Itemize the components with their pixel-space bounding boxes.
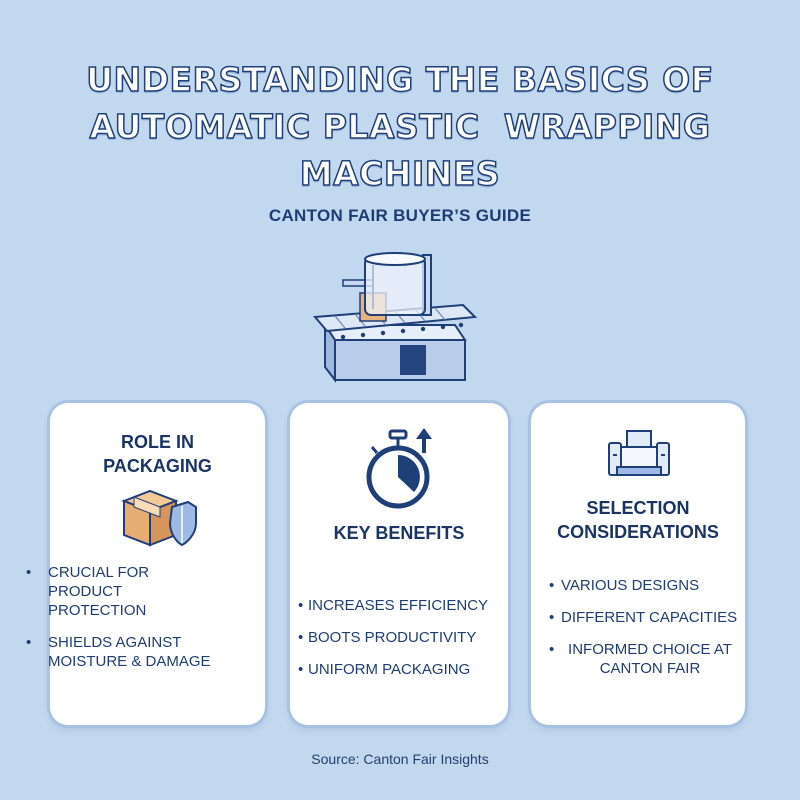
card-heading: KEY BENEFITS — [290, 521, 508, 545]
selection-bullet-list: VARIOUS DESIGNS DIFFERENT CAPACITIES INF… — [549, 576, 739, 691]
list-item: UNIFORM PACKAGING — [298, 660, 503, 679]
card-heading: ROLE IN PACKAGING — [50, 430, 265, 478]
card-heading-line-1: KEY BENEFITS — [333, 523, 465, 543]
machine-icon — [608, 430, 670, 476]
list-item: DIFFERENT CAPACITIES — [549, 608, 739, 627]
card-heading-line-2: PACKAGING — [103, 456, 212, 476]
card-heading-line-1: ROLE IN — [120, 432, 194, 452]
list-item: SHIELDS AGAINST MOISTURE & DAMAGE — [26, 633, 216, 671]
wrapping-machine-conveyor-icon — [312, 252, 478, 383]
card-heading-line-2: CONSIDERATIONS — [557, 522, 719, 542]
title-line-2: AUTOMATIC PLASTIC WRAPPING — [89, 106, 711, 147]
title-line-3: MACHINES — [299, 153, 501, 194]
list-item: INFORMED CHOICE AT CANTON FAIR — [549, 640, 739, 678]
source-caption: Source: Canton Fair Insights — [311, 751, 489, 767]
role-bullet-list: CRUCIAL FOR PRODUCT PROTECTION SHIELDS A… — [26, 563, 216, 684]
card-heading: SELECTION CONSIDERATIONS — [531, 496, 745, 544]
list-item: INCREASES EFFICIENCY — [298, 596, 503, 615]
list-item: CRUCIAL FOR PRODUCT PROTECTION — [26, 563, 216, 620]
stopwatch-up-arrow-icon — [366, 428, 432, 509]
subtitle: CANTON FAIR BUYER’S GUIDE — [268, 206, 532, 225]
list-item: BOOTS PRODUCTIVITY — [298, 628, 503, 647]
box-with-shield-icon — [121, 489, 197, 547]
list-item: VARIOUS DESIGNS — [549, 576, 739, 595]
title-line-1: UNDERSTANDING THE BASICS OF — [85, 59, 714, 100]
card-heading-line-1: SELECTION — [586, 498, 690, 518]
page-title: UNDERSTANDING THE BASICS OF AUTOMATIC PL… — [0, 56, 800, 197]
benefits-bullet-list: INCREASES EFFICIENCY BOOTS PRODUCTIVITY … — [298, 596, 503, 692]
